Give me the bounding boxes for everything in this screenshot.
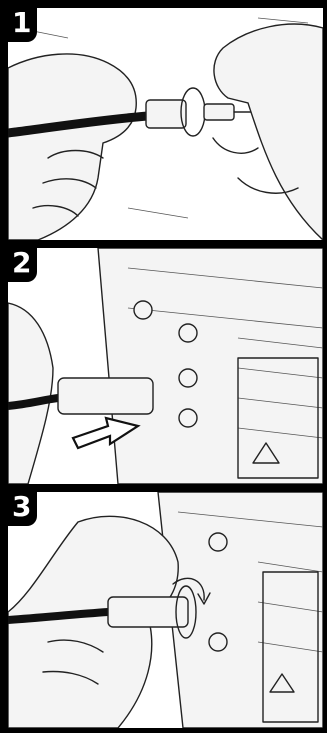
bnc-port: [179, 324, 197, 342]
step-1-illustration: [8, 8, 323, 240]
bnc-connector: [146, 100, 186, 128]
instrument-front-panel: [98, 248, 323, 484]
bnc-connector: [58, 378, 153, 414]
bnc-port: [209, 533, 227, 551]
step-1-panel: 1: [8, 8, 323, 240]
step-2-illustration: [8, 248, 323, 484]
step-2-number: 2: [8, 248, 37, 282]
bnc-port: [134, 301, 152, 319]
step-1-number: 1: [8, 8, 37, 42]
right-hand: [214, 24, 323, 240]
bnc-port: [209, 633, 227, 651]
bnc-port: [179, 409, 197, 427]
hand: [8, 303, 53, 484]
step-3-panel: 3: [8, 492, 323, 728]
step-3-illustration: [8, 492, 323, 728]
bnc-port: [179, 369, 197, 387]
step-2-panel: 2: [8, 248, 323, 484]
step-3-number: 3: [8, 492, 37, 526]
